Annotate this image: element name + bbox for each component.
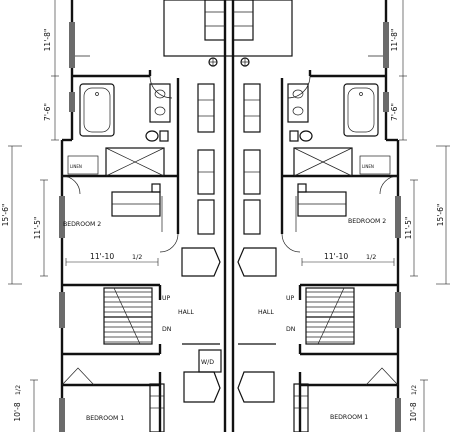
top-appliance [72, 0, 386, 67]
room-label-hall-left: HALL [178, 309, 194, 316]
dim-right-top: 11'-8" [390, 29, 399, 52]
room-label-bedroom1-left: BEDROOM 1 [86, 415, 124, 422]
dim-bottom-left: 10'-8 [13, 402, 22, 421]
dim-bedroom2-frac-right: 1/2 [366, 253, 376, 261]
room-label-laundry: W/D [201, 359, 214, 366]
laundry-closet [61, 349, 399, 432]
bathroom-right [287, 83, 391, 177]
dim-left-bedroom-height: 11'-5" [33, 217, 42, 240]
dim-bottom-frac-right: 1/2 [410, 385, 418, 395]
stair-left [103, 287, 153, 345]
room-label-bedroom2-left: BEDROOM 2 [63, 221, 101, 228]
interior-walls [62, 70, 398, 432]
stair-label-dn-right: DN [286, 326, 296, 333]
central-shafts [181, 83, 277, 277]
dim-bottom-frac-left: 1/2 [14, 385, 22, 395]
dim-right-bath: 7'-6" [390, 103, 399, 121]
room-label-bedroom2-right: BEDROOM 2 [348, 218, 386, 225]
dim-bedroom2-width-right: 11'-10 [324, 252, 348, 261]
windows [59, 22, 401, 432]
dim-right-bedroom-height: 11'-5" [404, 217, 413, 240]
bedroom2-closets [111, 183, 347, 253]
dim-left-outer: 15'-6" [1, 204, 10, 227]
room-label-hall-right: HALL [258, 309, 274, 316]
stair-label-dn-left: DN [162, 326, 172, 333]
dim-right-outer: 15'-6" [436, 204, 445, 227]
dimension-lines [8, 0, 450, 432]
dim-bedroom2-width-left: 11'-10 [90, 252, 114, 261]
dim-bottom-right: 10'-8 [409, 402, 418, 421]
room-label-bedroom1-right: BEDROOM 1 [330, 414, 368, 421]
stair-right [305, 287, 355, 345]
dim-left-bath: 7'-6" [43, 103, 52, 121]
bathroom-left [67, 83, 171, 177]
stair-label-up-left: UP [162, 295, 171, 302]
stair-label-up-right: UP [286, 295, 295, 302]
dim-bedroom2-frac-left: 1/2 [132, 253, 142, 261]
linen-label-right: LINEN [362, 164, 374, 169]
dim-left-top: 11'-8" [43, 29, 52, 52]
linen-label-left: LINEN [70, 164, 82, 169]
door-swings [61, 75, 399, 195]
